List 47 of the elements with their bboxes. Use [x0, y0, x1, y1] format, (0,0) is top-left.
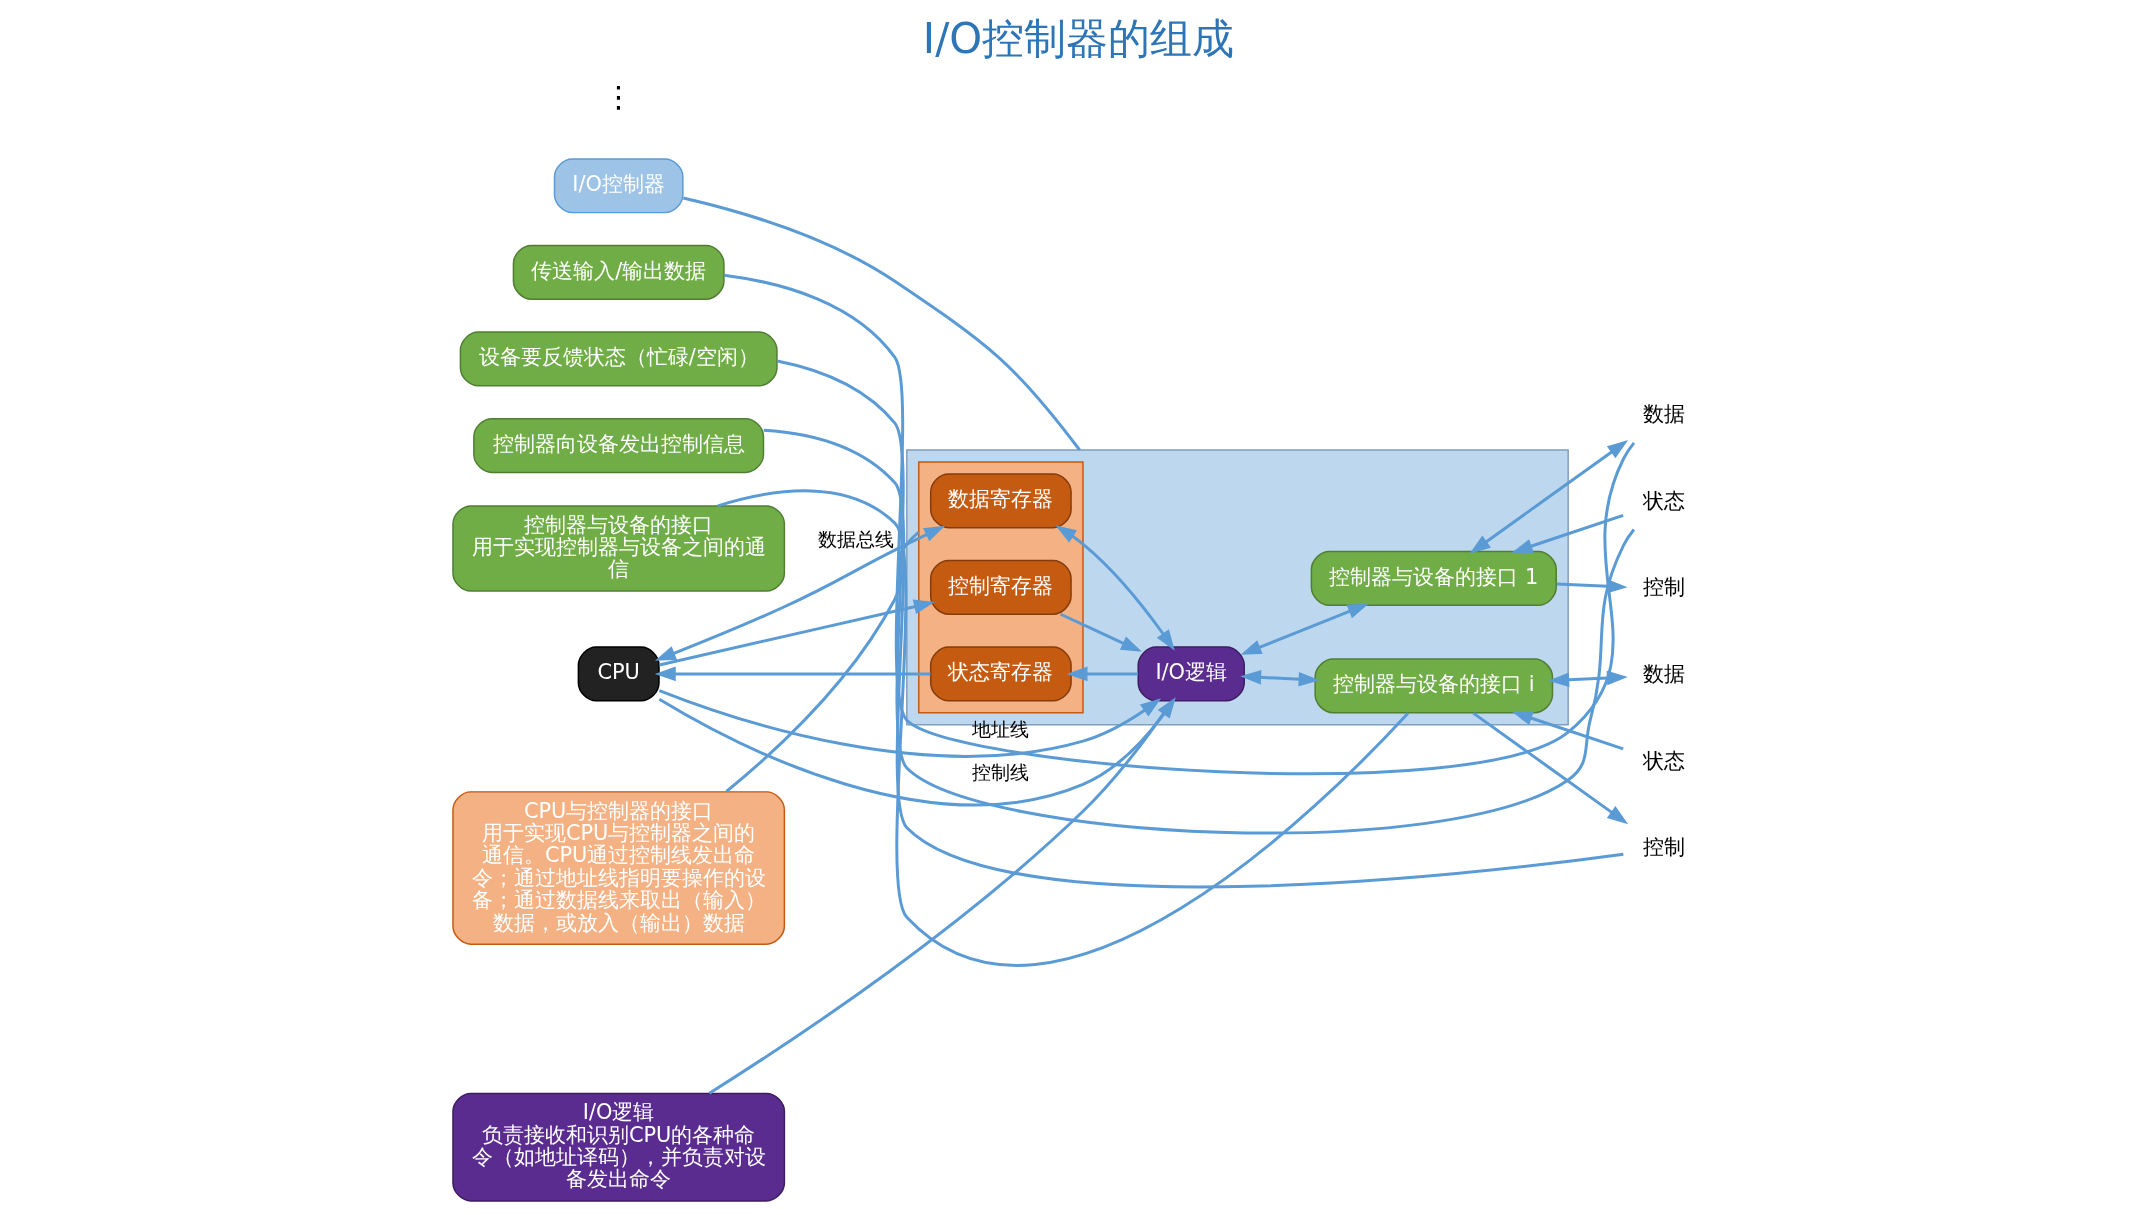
node-box: I/O逻辑 负责接收和识别CPU的各种命令（如地址译码），并负责对设备发出命令 — [451, 1092, 785, 1202]
node-box: 控制器与设备的接口 1 — [1310, 550, 1557, 606]
node-box: I/O逻辑 — [1136, 646, 1245, 702]
edge-label: 地址线 — [971, 717, 1029, 741]
arrow — [654, 666, 930, 682]
connector — [763, 428, 1624, 889]
label: ⋮ — [603, 78, 634, 114]
node-box: CPU与控制器的接口 用于实现CPU与控制器之间的通信。CPU通过控制线发出命令；通过地址线指明要操作的设备；通过数据线来取出（输入）数据，或放入（输出）数据 — [451, 791, 785, 945]
node-box: I/O控制器 — [553, 158, 684, 214]
node-box: CPU — [577, 646, 660, 702]
node-box: 控制器与设备的接口 用于实现控制器与设备之间的通信 — [451, 505, 785, 592]
node-box: 设备要反馈状态（忙碌/空闲） — [459, 331, 778, 387]
connector — [724, 530, 920, 793]
arrow — [1511, 711, 1624, 751]
arrow — [1471, 711, 1628, 825]
arrow — [654, 525, 945, 661]
node-text: 状态 — [1642, 488, 1685, 513]
node-box: 数据寄存器 — [929, 473, 1072, 529]
arrow — [1469, 440, 1628, 554]
node-box: 控制寄存器 — [929, 559, 1072, 615]
connector — [708, 700, 1173, 1095]
arrow — [1054, 525, 1175, 651]
node-box: 控制器向设备发出控制信息 — [472, 417, 764, 474]
node-text: 状态 — [1642, 748, 1685, 773]
node-text: 数据 — [1642, 402, 1685, 427]
node-text: 控制 — [1642, 575, 1685, 600]
cluster — [917, 461, 1084, 714]
arrow — [1240, 603, 1369, 655]
connector — [682, 196, 1081, 451]
arrow — [1239, 670, 1320, 687]
arrow — [1066, 666, 1138, 682]
connector — [716, 489, 1409, 966]
connector — [776, 359, 1635, 835]
node-box: 状态寄存器 — [929, 646, 1072, 702]
edge-label: 数据总线 — [817, 528, 894, 552]
node-box: 传送输入/输出数据 — [512, 244, 725, 300]
arrow — [658, 599, 935, 667]
node-text: 数据 — [1642, 661, 1685, 686]
connector — [723, 273, 1635, 776]
arrow — [1547, 670, 1628, 688]
arrow — [1059, 612, 1142, 652]
node-text: 控制 — [1642, 835, 1685, 860]
arrow — [658, 689, 1161, 758]
edge-label: 控制线 — [971, 761, 1029, 785]
diagram-title: I/O控制器的组成 — [922, 14, 1234, 64]
node-box: 控制器与设备的接口 i — [1313, 658, 1553, 714]
arrow — [1511, 513, 1624, 554]
